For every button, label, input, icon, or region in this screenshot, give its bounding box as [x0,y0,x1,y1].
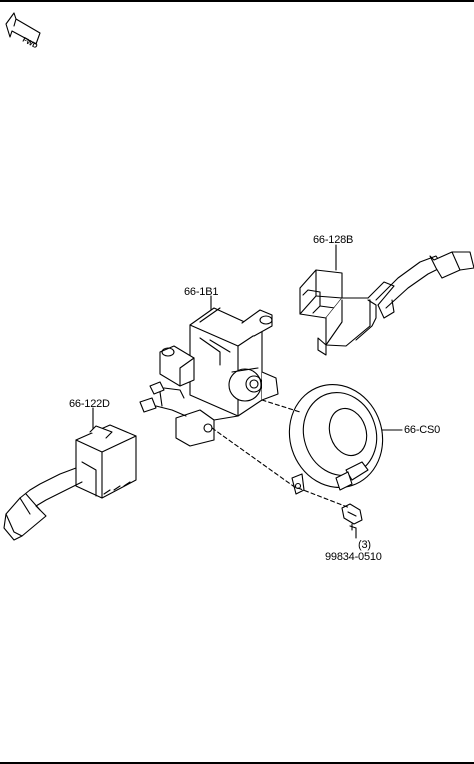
dashed-alignment-lines [211,399,351,509]
screw-quantity: (3) [358,539,371,551]
screw-drawing [341,503,363,539]
clock-spring-drawing [288,383,403,495]
label-combination-switch: 66-1B1 [184,286,219,298]
label-clock-spring: 66-CS0 [404,424,441,436]
wiper-switch-drawing [3,407,137,541]
fwd-arrow-icon: FWD [5,12,41,50]
label-screw: 99834-0510 [325,551,382,563]
combination-switch-body-drawing [139,295,279,447]
label-turn-switch: 66-128B [313,234,354,246]
label-wiper-switch: 66-122D [69,398,110,410]
turn-switch-drawing [299,244,474,356]
